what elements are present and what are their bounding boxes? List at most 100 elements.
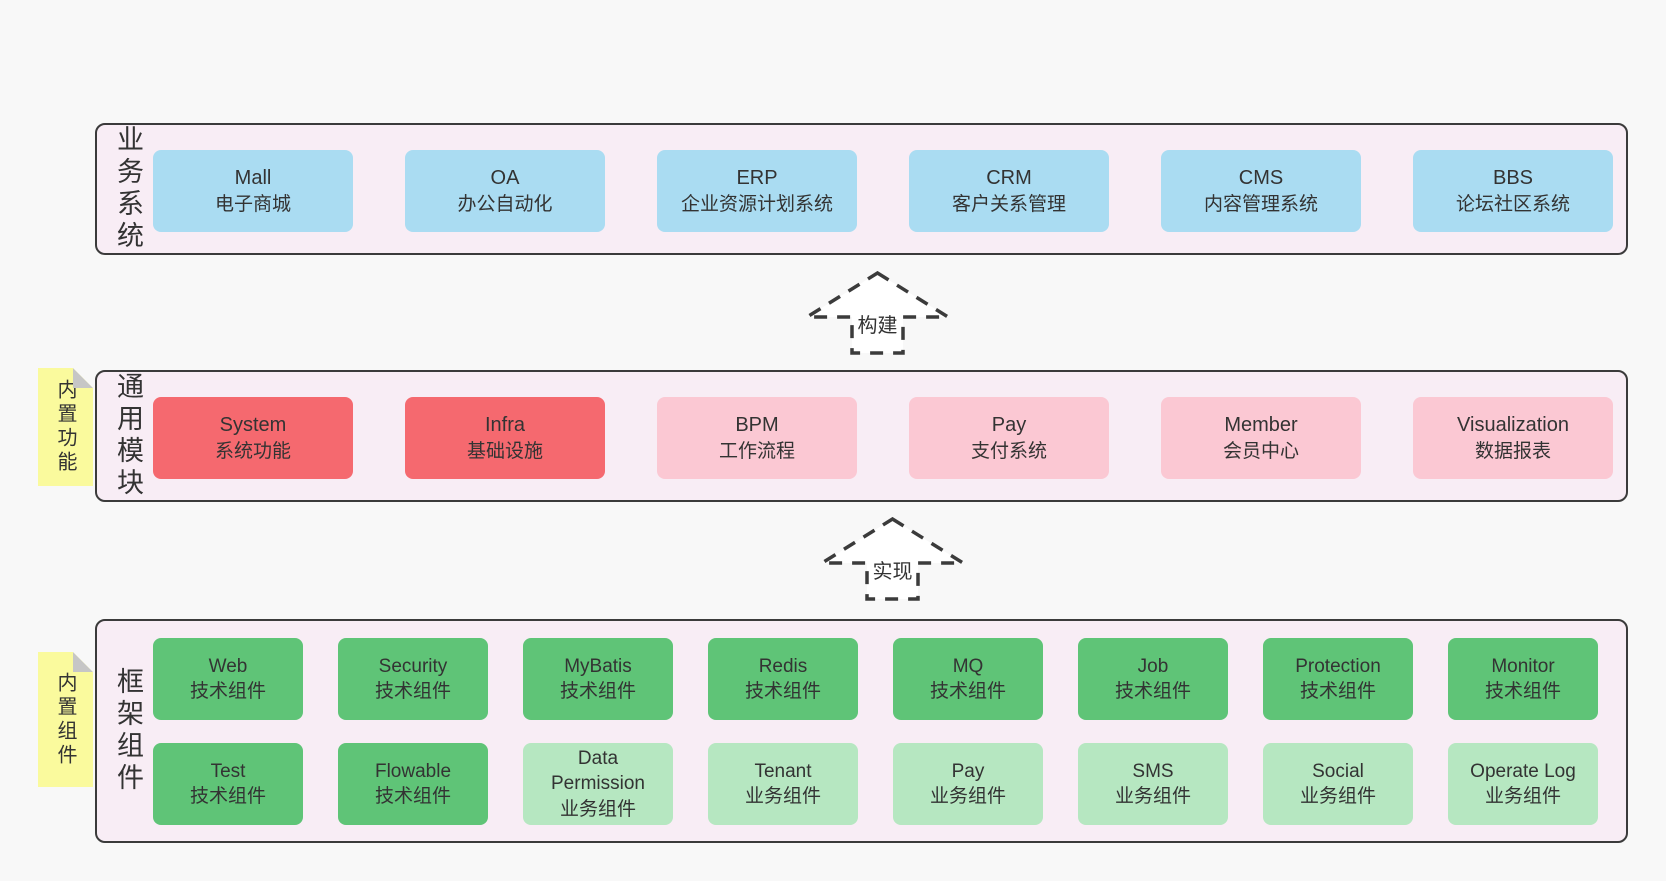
box-data-permission: Data Permission 业务组件: [523, 743, 673, 825]
box-title: Visualization: [1457, 414, 1569, 437]
box-operate-log: Operate Log 业务组件: [1448, 743, 1598, 825]
box-title: Security: [378, 655, 448, 677]
business-systems-row: Mall 电子商城 OA 办公自动化 ERP 企业资源计划系统 CRM 客户关系…: [153, 150, 1613, 232]
box-subtitle: 技术组件: [559, 681, 636, 702]
sticky-built-in-features: 内置功能: [38, 368, 93, 486]
box-job: Job 技术组件: [1078, 638, 1228, 720]
box-title: Mall: [234, 167, 272, 190]
band-common-modules: 通用模块 System 系统功能 Infra 基础设施 BPM 工作流程 Pay…: [95, 370, 1628, 502]
box-title: Monitor: [1491, 655, 1555, 677]
box-subtitle: 工作流程: [718, 440, 795, 462]
box-crm: CRM 客户关系管理: [909, 150, 1109, 232]
band-framework-components: 框架组件 Web 技术组件 Security 技术组件 MyBatis 技术组件…: [95, 619, 1628, 843]
box-title: Job: [1137, 655, 1169, 677]
box-test: Test 技术组件: [153, 743, 303, 825]
box-pay-component: Pay 业务组件: [893, 743, 1043, 825]
box-title: MQ: [952, 655, 984, 677]
framework-components-row2: Test 技术组件 Flowable 技术组件 Data Permission …: [153, 743, 1598, 825]
band-label-business-systems: 业务系统: [113, 125, 143, 253]
arrow-implement: 实现: [820, 517, 965, 601]
arrow-build: 构建: [805, 271, 950, 355]
box-subtitle: 业务组件: [559, 798, 636, 820]
box-subtitle: 技术组件: [189, 681, 266, 702]
arrow-implement-label: 实现: [869, 555, 916, 584]
band-label-common-modules: 通用模块: [113, 372, 143, 500]
box-subtitle: 业务组件: [1114, 786, 1191, 807]
box-title: System: [219, 414, 287, 437]
box-bbs: BBS 论坛社区系统: [1413, 150, 1613, 232]
box-infra: Infra 基础设施: [405, 397, 605, 479]
box-subtitle: 数据报表: [1474, 440, 1551, 462]
sticky-built-in-components: 内置组件: [38, 652, 93, 787]
box-subtitle: 论坛社区系统: [1455, 193, 1570, 215]
box-title: BBS: [1492, 167, 1534, 190]
box-mall: Mall 电子商城: [153, 150, 353, 232]
folded-corner-icon: [73, 652, 93, 672]
folded-corner-icon: [73, 368, 93, 388]
box-subtitle: 电子商城: [214, 193, 291, 215]
box-title: Protection: [1295, 655, 1381, 677]
box-subtitle: 客户关系管理: [951, 193, 1066, 215]
box-member: Member 会员中心: [1161, 397, 1361, 479]
box-title: Test: [210, 760, 246, 782]
box-subtitle: 内容管理系统: [1203, 193, 1318, 215]
box-title: Operate Log: [1470, 760, 1576, 782]
box-title: SMS: [1132, 760, 1174, 782]
box-web: Web 技术组件: [153, 638, 303, 720]
box-social: Social 业务组件: [1263, 743, 1413, 825]
common-modules-row: System 系统功能 Infra 基础设施 BPM 工作流程 Pay 支付系统…: [153, 397, 1613, 479]
box-subtitle: 业务组件: [1484, 786, 1561, 807]
sticky-text: 内置组件: [54, 671, 76, 768]
box-mq: MQ 技术组件: [893, 638, 1043, 720]
box-subtitle: 技术组件: [1114, 681, 1191, 702]
box-cms: CMS 内容管理系统: [1161, 150, 1361, 232]
box-title: Infra: [484, 414, 526, 437]
box-title: BPM: [735, 414, 779, 437]
box-title: Tenant: [754, 760, 812, 782]
box-subtitle: 业务组件: [929, 786, 1006, 807]
box-subtitle: 基础设施: [466, 440, 543, 462]
box-security: Security 技术组件: [338, 638, 488, 720]
box-erp: ERP 企业资源计划系统: [657, 150, 857, 232]
box-protection: Protection 技术组件: [1263, 638, 1413, 720]
box-bpm: BPM 工作流程: [657, 397, 857, 479]
box-title: MyBatis: [564, 655, 632, 677]
box-flowable: Flowable 技术组件: [338, 743, 488, 825]
box-title: Web: [208, 655, 248, 677]
box-subtitle: 业务组件: [744, 786, 821, 807]
box-title: Social: [1312, 760, 1364, 782]
box-subtitle: 会员中心: [1222, 440, 1299, 462]
box-redis: Redis 技术组件: [708, 638, 858, 720]
box-subtitle: 技术组件: [1299, 681, 1376, 702]
box-subtitle: 技术组件: [1484, 681, 1561, 702]
box-title: Flowable: [374, 760, 452, 782]
box-title: Pay: [991, 414, 1027, 437]
box-subtitle: 技术组件: [744, 681, 821, 702]
box-title: Data Permission: [551, 748, 645, 795]
box-subtitle: 技术组件: [374, 681, 451, 702]
box-title: Member: [1224, 414, 1298, 437]
box-subtitle: 业务组件: [1299, 786, 1376, 807]
box-title: Pay: [951, 760, 985, 782]
box-subtitle: 办公自动化: [457, 193, 553, 215]
box-title: CMS: [1238, 167, 1284, 190]
band-business-systems: 业务系统 Mall 电子商城 OA 办公自动化 ERP 企业资源计划系统 CRM…: [95, 123, 1628, 255]
box-visualization: Visualization 数据报表: [1413, 397, 1613, 479]
box-subtitle: 技术组件: [374, 786, 451, 807]
box-title: Redis: [758, 655, 808, 677]
box-subtitle: 系统功能: [214, 440, 291, 462]
box-title: CRM: [986, 167, 1032, 190]
box-mybatis: MyBatis 技术组件: [523, 638, 673, 720]
framework-components-row1: Web 技术组件 Security 技术组件 MyBatis 技术组件 Redi…: [153, 638, 1598, 720]
sticky-text: 内置功能: [54, 379, 76, 475]
box-subtitle: 企业资源计划系统: [680, 193, 833, 215]
arrow-build-label: 构建: [854, 309, 901, 338]
box-pay-system: Pay 支付系统: [909, 397, 1109, 479]
box-subtitle: 技术组件: [189, 786, 266, 807]
box-oa: OA 办公自动化: [405, 150, 605, 232]
box-system: System 系统功能: [153, 397, 353, 479]
box-subtitle: 支付系统: [970, 440, 1047, 462]
box-title: ERP: [736, 167, 778, 190]
box-sms: SMS 业务组件: [1078, 743, 1228, 825]
